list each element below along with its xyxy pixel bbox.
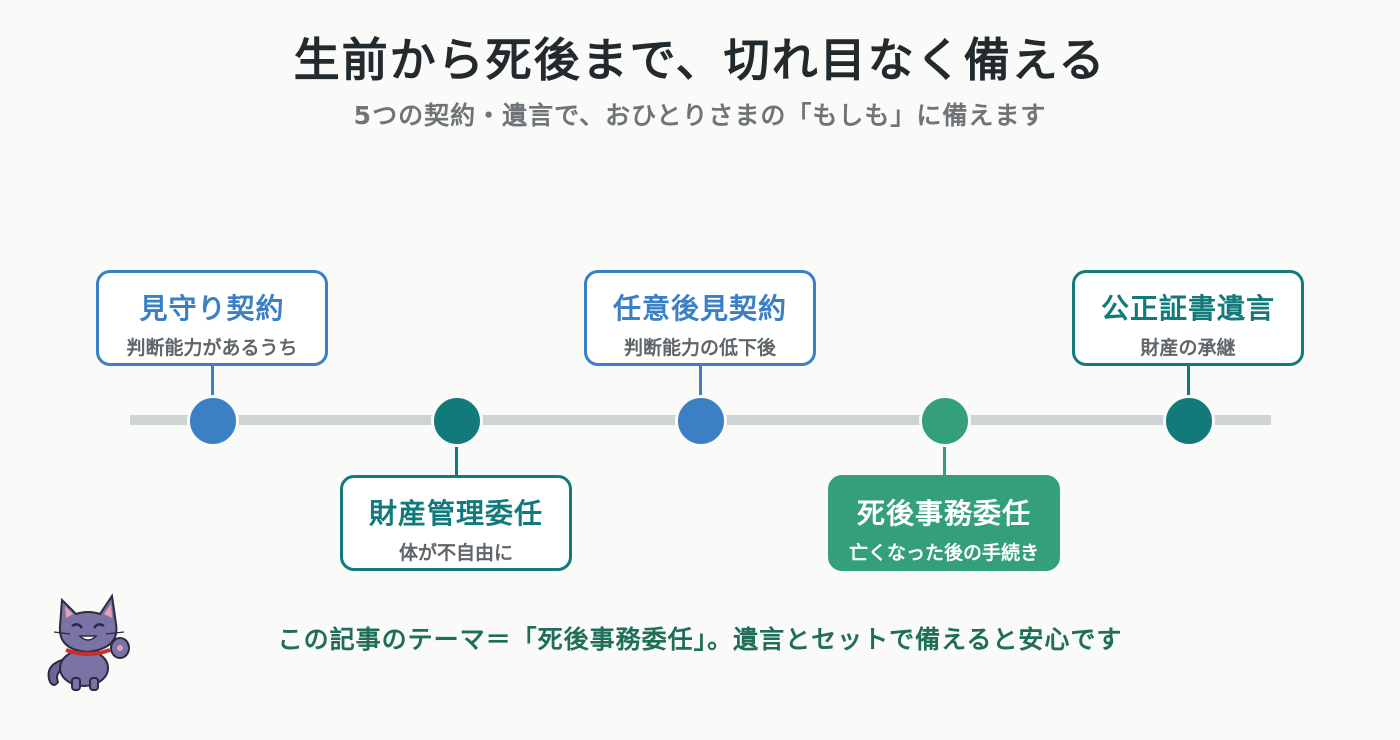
stage-subtitle: 判断能力があるうち xyxy=(126,337,298,359)
stage-title: 見守り契約 xyxy=(139,292,285,325)
stage-card-shigo-jimu: 死後事務委任 亡くなった後の手続き xyxy=(828,475,1060,571)
connector-stage-2 xyxy=(455,444,458,478)
stage-card-kousei-shousho: 公正証書遺言 財産の承継 xyxy=(1072,270,1304,366)
timeline-node-stage-3 xyxy=(675,395,727,447)
connector-stage-4 xyxy=(943,444,946,478)
timeline-node-stage-5 xyxy=(1163,395,1215,447)
timeline-node-stage-2 xyxy=(431,395,483,447)
stage-title: 財産管理委任 xyxy=(368,497,543,530)
connector-stage-1 xyxy=(211,364,214,398)
stage-title: 死後事務委任 xyxy=(856,497,1031,530)
timeline-node-stage-1 xyxy=(187,395,239,447)
footer-note: この記事のテーマ＝「死後事務委任」。遺言とセットで備えると安心です xyxy=(277,625,1123,654)
stage-title: 公正証書遺言 xyxy=(1100,292,1275,325)
stage-subtitle: 判断能力の低下後 xyxy=(623,337,776,359)
timeline-node-stage-4 xyxy=(919,395,971,447)
stage-title: 任意後見契約 xyxy=(612,292,787,325)
stage-subtitle: 体が不自由に xyxy=(398,542,513,564)
stage-card-nini-kouken: 任意後見契約 判断能力の低下後 xyxy=(584,270,816,366)
stage-card-zaisan-kanri: 財産管理委任 体が不自由に xyxy=(340,475,572,571)
connector-stage-3 xyxy=(699,364,702,398)
stage-subtitle: 亡くなった後の手続き xyxy=(848,542,1039,564)
cat-mascot-icon xyxy=(47,593,130,691)
connector-stage-5 xyxy=(1187,364,1190,398)
page-subtitle: 5つの契約・遺言で、おひとりさまの「もしも」に備えます xyxy=(353,101,1047,130)
stage-subtitle: 財産の承継 xyxy=(1140,337,1236,359)
stage-card-mimamori: 見守り契約 判断能力があるうち xyxy=(96,270,328,366)
page-title: 生前から死後まで、切れ目なく備える xyxy=(293,33,1107,87)
